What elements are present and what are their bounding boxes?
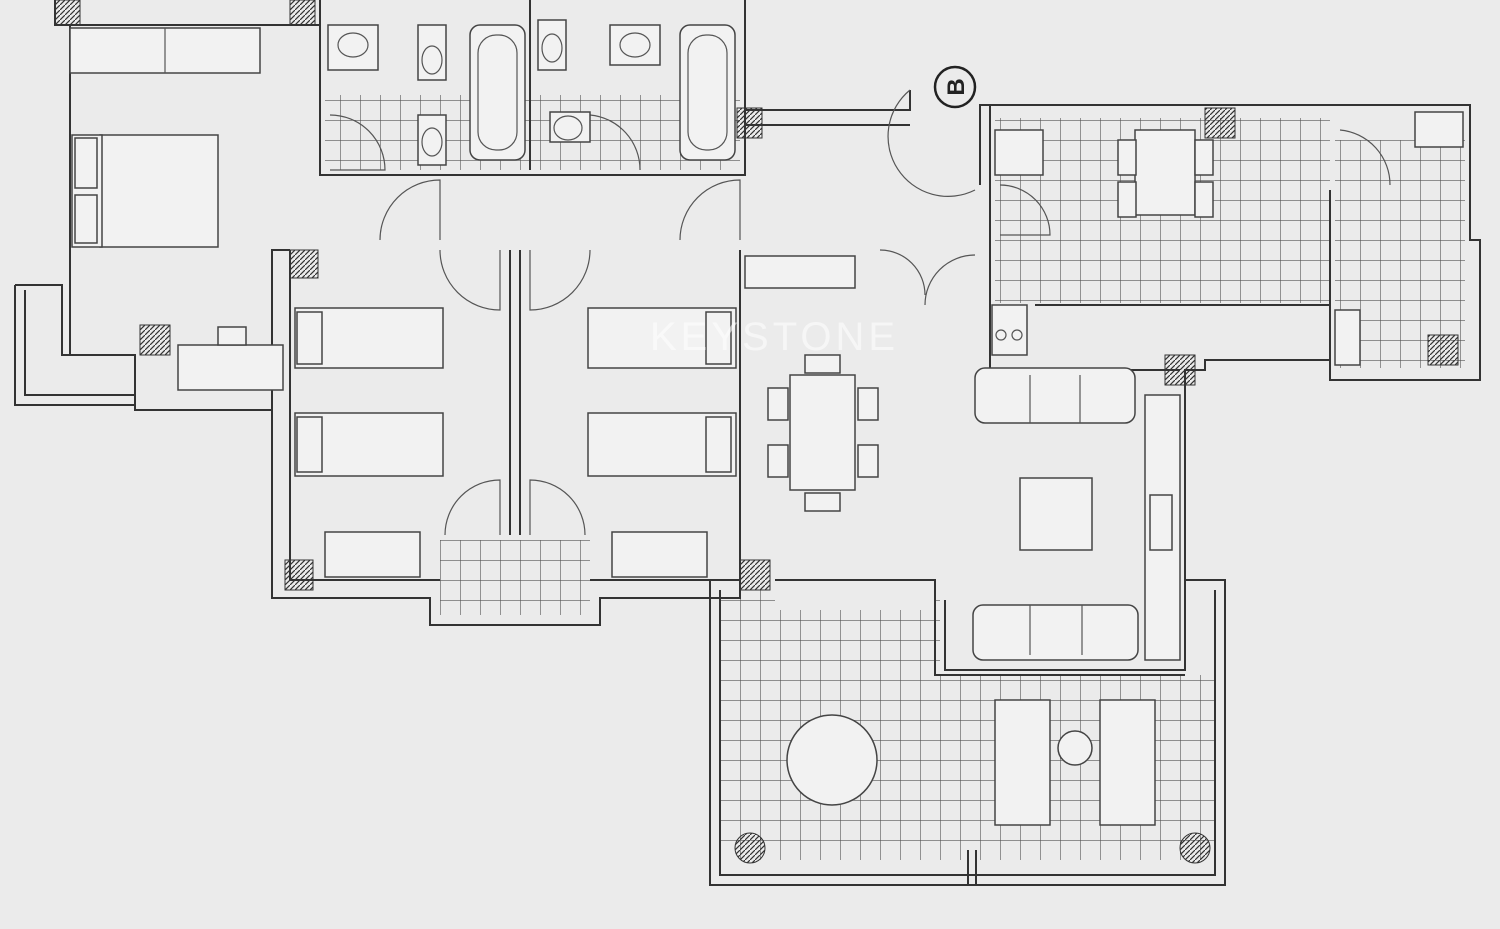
bathroom-fixtures (327, 19, 736, 166)
bedroom-2-furniture (294, 307, 444, 578)
master-bedroom-furniture (69, 27, 284, 391)
block-label: B (933, 65, 977, 109)
living-furniture (744, 255, 1181, 661)
terrace-furniture (786, 699, 1156, 826)
walls (14, 0, 1481, 886)
columns (54, 0, 1459, 864)
tiled-floors (325, 95, 1465, 860)
watermark: KEYSTONE (650, 315, 899, 359)
doors (329, 89, 1391, 536)
kitchen-furniture (991, 111, 1464, 366)
block-label-text: B (943, 78, 970, 95)
bedroom-3-furniture (587, 307, 737, 578)
